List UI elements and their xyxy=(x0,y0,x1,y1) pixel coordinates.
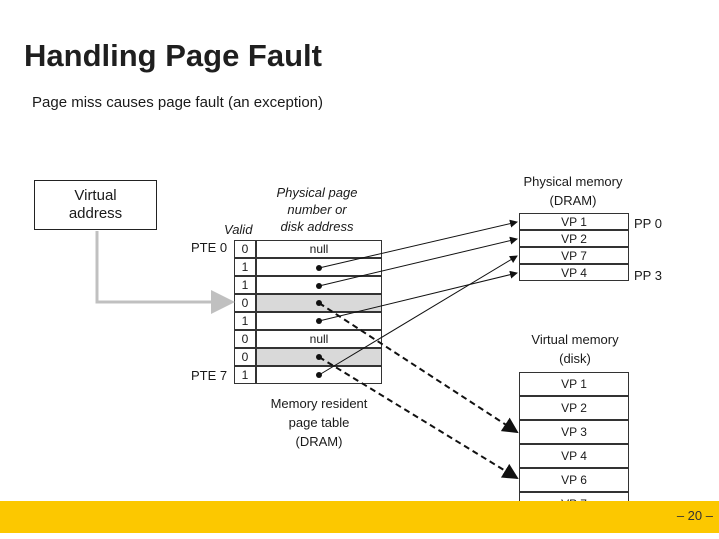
pte7-to-vp7 xyxy=(318,255,518,376)
pp3-label: PP 3 xyxy=(634,268,662,283)
disk-page: VP 6 xyxy=(519,468,629,492)
physical-page: VP 7 xyxy=(519,247,629,264)
page-table-caption: Memory resident page table (DRAM) xyxy=(270,396,368,449)
virtual-address-box: Virtual address xyxy=(34,180,157,230)
pte6-to-disk-vp6 xyxy=(318,356,519,480)
pte-valid: 1 xyxy=(234,312,256,330)
disk-page: VP 2 xyxy=(519,396,629,420)
pte-valid: 1 xyxy=(234,258,256,276)
pte-valid: 0 xyxy=(234,348,256,366)
virtual-memory-title: Virtual memory (disk) xyxy=(531,332,619,366)
physical-page: VP 1 xyxy=(519,213,629,230)
physical-page: VP 4 xyxy=(519,264,629,281)
va-lookup-arrow xyxy=(95,231,235,314)
pte-addr: null xyxy=(256,240,382,258)
pte4-to-vp4 xyxy=(318,270,518,322)
pte-valid: 0 xyxy=(234,330,256,348)
disk-page: VP 1 xyxy=(519,372,629,396)
pte0-label: PTE 0 xyxy=(191,240,228,255)
ppn-header: Physical page number or disk address xyxy=(276,185,358,234)
pte1-to-vp1 xyxy=(318,219,518,269)
valid-header: Valid xyxy=(224,222,253,237)
pte3-to-disk-vp3 xyxy=(318,302,519,434)
footer-bar xyxy=(0,501,719,533)
page-number: – 20 – xyxy=(676,508,713,523)
pte7-label: PTE 7 xyxy=(191,368,228,383)
pte-valid: 1 xyxy=(234,276,256,294)
slide-subtitle: Page miss causes page fault (an exceptio… xyxy=(32,94,323,111)
pte-valid: 0 xyxy=(234,240,256,258)
pp0-label: PP 0 xyxy=(634,216,662,231)
pte-valid: 1 xyxy=(234,366,256,384)
physical-page: VP 2 xyxy=(519,230,629,247)
disk-page: VP 3 xyxy=(519,420,629,444)
physical-memory-title: Physical memory (DRAM) xyxy=(523,174,623,208)
pte2-to-vp2 xyxy=(318,236,518,287)
slide-title: Handling Page Fault xyxy=(24,38,322,73)
pte-addr: null xyxy=(256,330,382,348)
disk-page: VP 4 xyxy=(519,444,629,468)
